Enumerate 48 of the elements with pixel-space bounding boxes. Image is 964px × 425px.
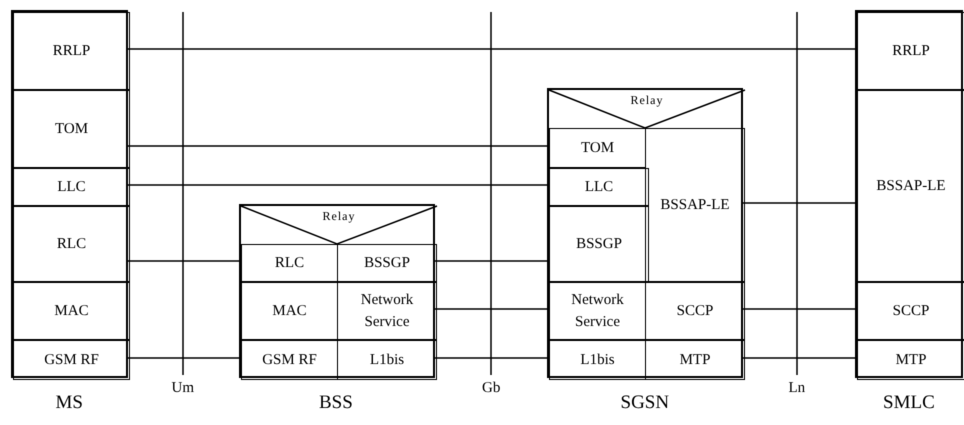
protocol-layer-box: L1bis [337,340,437,380]
protocol-layer-box: MAC [241,282,338,340]
interface-label: Ln [788,380,806,397]
stack-label: SGSN [620,392,670,414]
interface-label: Um [172,380,194,397]
protocol-layer-box: RRLP [13,12,130,90]
protocol-layer-box: BSSGP [549,206,649,282]
connector-line [435,260,547,262]
protocol-layer-box: L1bis [549,340,646,380]
protocol-layer-box: GSM RF [13,340,130,380]
protocol-layer-box: RRLP [857,12,964,90]
stack-label: MS [56,392,83,414]
connector-line [435,357,547,359]
protocol-layer-box: RLC [241,244,338,282]
protocol-stack-box [547,88,743,378]
protocol-layer-box: MTP [857,340,964,380]
protocol-layer-box: BSSAP-LE [857,90,964,282]
protocol-layer-box: BSSAP-LE [645,128,745,282]
connector-line [743,202,855,204]
interface-label: Gb [482,380,500,397]
protocol-stack-box [855,10,963,378]
protocol-layer-box: Network Service [337,282,437,340]
protocol-layer-box: Network Service [549,282,646,340]
protocol-layer-box: GSM RF [241,340,338,380]
relay-area: Relay [241,206,437,244]
protocol-layer-box: MAC [13,282,130,340]
connector-line [435,308,547,310]
protocol-stack-box [239,204,435,378]
protocol-layer-box: SCCP [857,282,964,340]
protocol-layer-box: LLC [549,168,649,206]
connector-line [128,48,855,50]
protocol-layer-box: TOM [549,128,646,168]
connector-line [128,184,547,186]
protocol-layer-box: RLC [13,206,130,282]
protocol-layer-box: BSSGP [337,244,437,282]
connector-line [128,260,239,262]
connector-line [743,308,855,310]
protocol-stack-box [11,10,128,378]
protocol-layer-box: LLC [13,168,130,206]
stack-label: SMLC [883,392,935,414]
relay-area: Relay [549,90,745,128]
protocol-layer-box: SCCP [645,282,745,340]
connector-line [743,357,855,359]
protocol-layer-box: MTP [645,340,745,380]
protocol-layer-box: TOM [13,90,130,168]
connector-line [128,357,239,359]
stack-label: BSS [319,392,353,414]
connector-line [128,145,547,147]
